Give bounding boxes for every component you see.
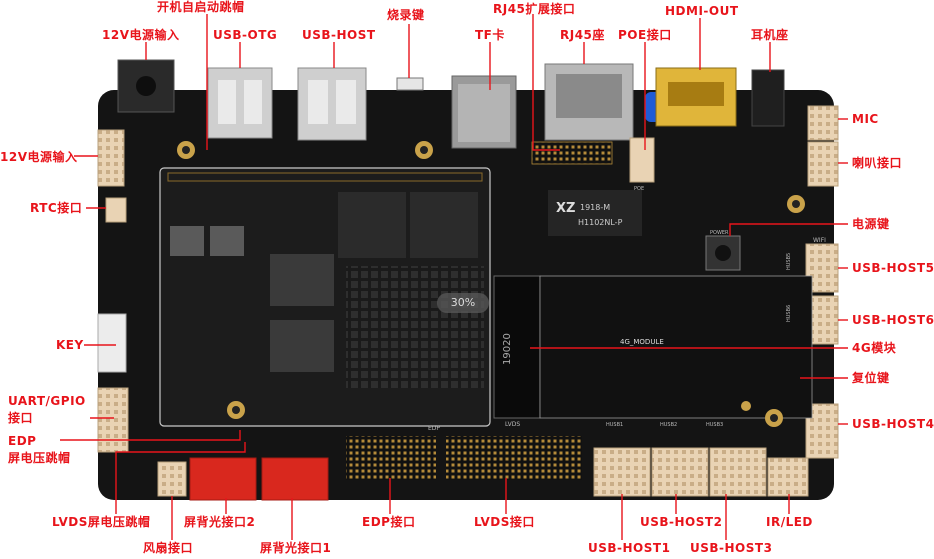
lvds-silk: LVDS	[505, 421, 520, 428]
label-earphone: 耳机座	[751, 28, 789, 42]
label-usb-host5: USB-HOST5	[852, 261, 934, 275]
husb2-silk: HUSB2	[660, 422, 677, 428]
label-edp: EDP接口	[362, 515, 416, 529]
label-auto-boot: 开机自启动跳帽	[157, 0, 245, 14]
label-rj45: RJ45座	[560, 28, 605, 42]
label-rtc: RTC接口	[30, 201, 83, 215]
usb-host2-connector	[651, 447, 709, 497]
power-silk: POWER	[710, 230, 729, 236]
usb-host1-connector	[593, 447, 651, 497]
husb6-silk: HUSB6	[786, 305, 792, 322]
fan-connector	[157, 461, 187, 497]
rj45-ext-header	[531, 141, 613, 165]
label-lvds: LVDS接口	[474, 515, 535, 529]
label-burn-key: 烧录键	[387, 8, 425, 22]
usb-host3-connector	[709, 447, 767, 497]
husb3-silk: HUSB3	[706, 422, 723, 428]
poe-silk: POE	[634, 186, 644, 192]
lvds-header	[446, 436, 582, 480]
label-usb-host4: USB-HOST4	[852, 417, 934, 431]
label-rj45-ext: RJ45扩展接口	[493, 2, 576, 16]
label-power-key: 电源键	[852, 217, 890, 231]
uart-gpio-connector	[97, 387, 129, 453]
poe-connector	[629, 137, 655, 183]
label-backlight1: 屏背光接口1	[260, 541, 332, 555]
leader-lines	[60, 14, 848, 540]
chip-model: 1918-M	[580, 203, 610, 212]
label-dc-in-top: 12V电源输入	[102, 28, 180, 42]
dc-in-left-connector	[97, 129, 125, 187]
label-dc-in-left: 12V电源输入	[0, 150, 78, 164]
husb5-silk: HUSB5	[786, 253, 792, 270]
edp-silk: EDP	[428, 425, 440, 432]
label-tf-card: TF卡	[475, 28, 505, 42]
label-usb-host6: USB-HOST6	[852, 313, 934, 327]
label-speaker: 喇叭接口	[852, 156, 903, 170]
progress-overlay: 30%	[437, 293, 489, 313]
label-4g-module: 4G模块	[852, 341, 897, 355]
edp-header	[346, 436, 436, 480]
mic-connector	[807, 105, 839, 141]
label-uart-gpio: UART/GPIO 接口	[8, 394, 86, 425]
wifi-silk: WIFI	[813, 237, 826, 244]
chip-brand: XZ	[556, 201, 575, 216]
chip-sub: H1102NL-P	[578, 218, 623, 227]
label-mic: MIC	[852, 112, 879, 126]
earphone-jack	[751, 69, 785, 127]
label-edp-jumper: EDP 屏电压跳帽	[8, 434, 71, 465]
label-usb-host1: USB-HOST1	[588, 541, 671, 555]
4g-module-area	[539, 275, 813, 419]
husb1-silk: HUSB1	[606, 422, 623, 428]
rtc-connector	[105, 197, 127, 223]
mpcie-slot	[493, 275, 541, 419]
backlight1-connector	[261, 457, 329, 501]
label-lvds-jumper: LVDS屏电压跳帽	[52, 515, 151, 529]
label-reset-key: 复位键	[852, 371, 890, 385]
label-usb-otg: USB-OTG	[213, 28, 278, 42]
label-ir-led: IR/LED	[766, 515, 813, 529]
heatsink	[346, 266, 484, 388]
label-backlight2: 屏背光接口2	[184, 515, 256, 529]
ir-led-connector	[767, 457, 809, 497]
label-usb-host-top: USB-HOST	[302, 28, 376, 42]
usb-otg-port	[207, 67, 273, 139]
dc-jack	[117, 59, 175, 113]
label-usb-host3: USB-HOST3	[690, 541, 773, 555]
module-silk: 4G_MODULE	[620, 338, 664, 346]
label-key: KEY	[56, 338, 84, 352]
label-hdmi: HDMI-OUT	[665, 4, 739, 18]
label-fan: 风扇接口	[143, 541, 194, 555]
label-poe: POE接口	[618, 28, 672, 42]
slot-number: 19020	[502, 333, 513, 365]
burn-switch	[396, 77, 424, 91]
label-usb-host2: USB-HOST2	[640, 515, 723, 529]
speaker-connector	[807, 141, 839, 187]
backlight2-connector	[189, 457, 257, 501]
key-connector	[97, 313, 127, 373]
